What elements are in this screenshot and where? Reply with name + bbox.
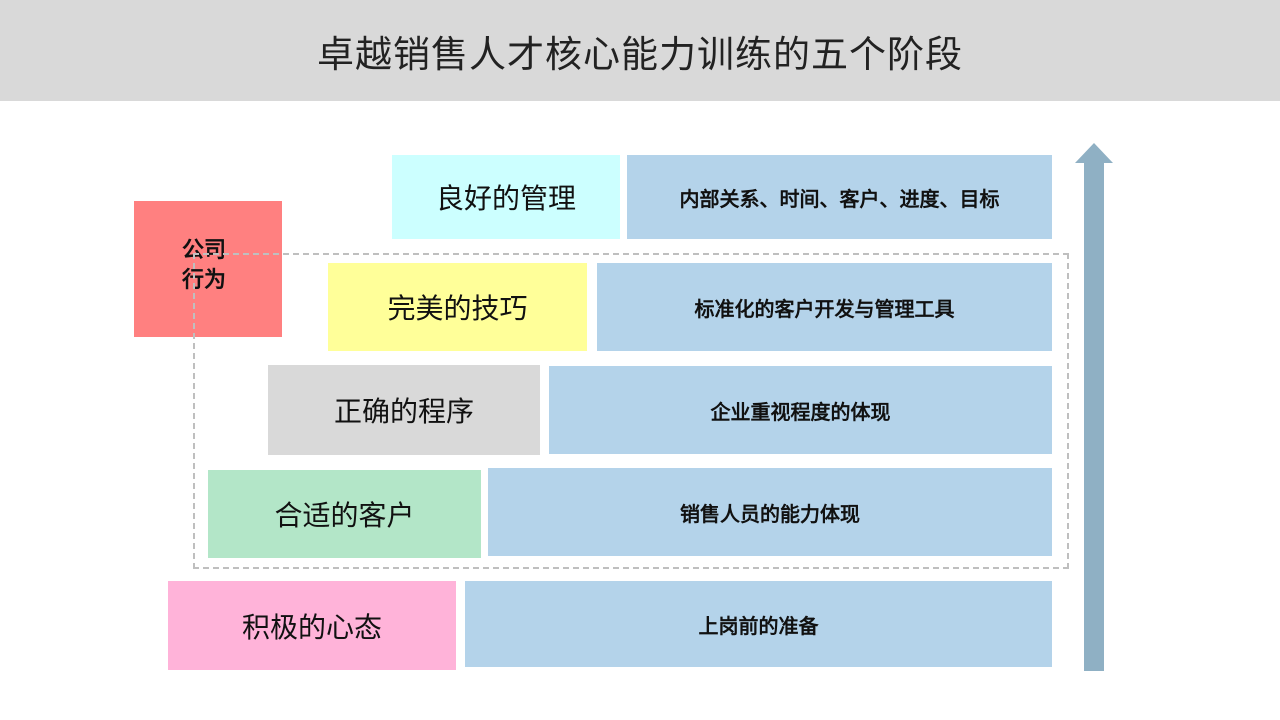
stage-desc-skills: 标准化的客户开发与管理工具 [597, 263, 1052, 351]
stage-box-attitude: 积极的心态 [168, 581, 456, 670]
stage-desc-management: 内部关系、时间、客户、进度、目标 [627, 155, 1052, 239]
company-behavior-label-line2: 行为 [182, 268, 227, 293]
company-behavior-box [134, 201, 282, 337]
company-behavior-label: 公司 行为 [182, 236, 262, 296]
stage-desc-attitude: 上岗前的准备 [465, 581, 1052, 667]
stage-desc-procedure: 企业重视程度的体现 [549, 366, 1052, 454]
stage-desc-customer: 销售人员的能力体现 [488, 468, 1052, 556]
stage-label: 良好的管理 [435, 182, 576, 215]
upward-arrow-icon [1075, 143, 1113, 671]
stage-desc-text: 销售人员的能力体现 [680, 501, 860, 526]
stage-desc-text: 上岗前的准备 [698, 613, 819, 638]
stage-label: 正确的程序 [333, 395, 474, 428]
stage-desc-text: 内部关系、时间、客户、进度、目标 [679, 186, 1000, 211]
header-bar [0, 0, 1280, 101]
stage-desc-text: 标准化的客户开发与管理工具 [694, 296, 955, 321]
stage-label: 积极的心态 [241, 610, 382, 644]
company-behavior-dashed-frame [193, 253, 1069, 569]
company-behavior-label-line1: 公司 [182, 238, 227, 263]
stage-box-procedure: 正确的程序 [268, 365, 540, 455]
page-title: 卓越销售人才核心能力训练的五个阶段 [317, 32, 963, 76]
stage-box-customer: 合适的客户 [208, 470, 481, 558]
stage-label: 完美的技巧 [387, 292, 528, 325]
stage-box-management: 良好的管理 [392, 155, 620, 239]
stage-desc-text: 企业重视程度的体现 [710, 399, 891, 424]
stage-box-skills: 完美的技巧 [328, 263, 587, 351]
stage-label: 合适的客户 [274, 499, 415, 532]
